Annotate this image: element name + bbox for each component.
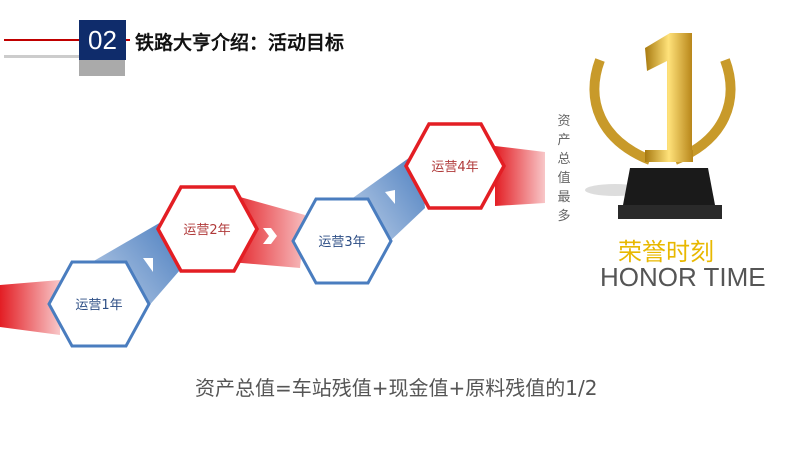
hexagon-step-4 <box>404 122 506 210</box>
hexagon-step-3 <box>291 197 393 285</box>
hexagon-step-1 <box>47 260 151 348</box>
chevron-icon <box>385 190 395 204</box>
header-red-line <box>4 39 130 41</box>
honor-title-cn: 荣誉时刻 <box>618 238 714 266</box>
page-title: 铁路大亨介绍：活动目标 <box>135 32 345 54</box>
number-shadow <box>79 60 125 76</box>
side-note: 资产总值最多 <box>557 114 571 224</box>
chevron-icon <box>143 258 153 272</box>
chevron-icon <box>263 228 277 244</box>
hexagon-step-2 <box>156 185 259 273</box>
step-label: 运营3年 <box>318 235 365 250</box>
step-label: 运营2年 <box>183 223 230 238</box>
step-label: 运营1年 <box>75 298 122 313</box>
section-number: 02 <box>79 20 126 60</box>
band-start <box>0 280 60 335</box>
formula-text: 资产总值=车站残值+现金值+原料残值的1/2 <box>195 376 598 400</box>
step-label: 运营4年 <box>431 160 478 175</box>
honor-title-en: HONOR TIME <box>600 262 766 292</box>
header-shadow-line <box>4 55 126 58</box>
trophy-icon <box>585 33 736 219</box>
band-end <box>495 146 545 206</box>
